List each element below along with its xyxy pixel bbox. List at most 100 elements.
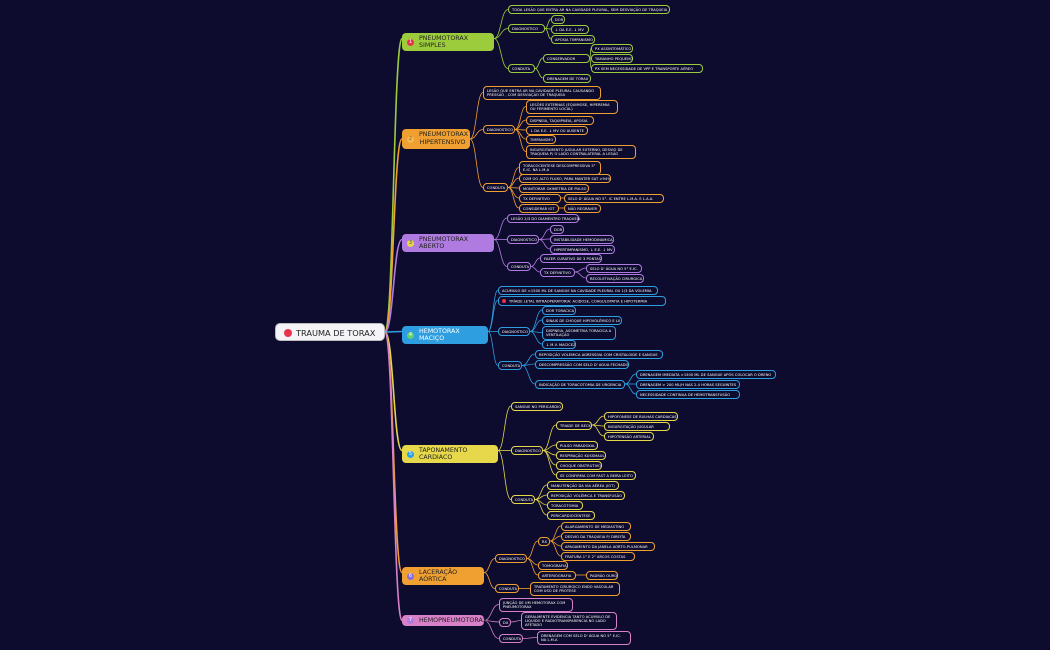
- topic-n4d3b[interactable]: DRENAGEM > 200 ML/H NAS 2-4 HORAS SEGUIN…: [636, 380, 740, 390]
- topic-n6b[interactable]: CONDUTA: [495, 584, 519, 594]
- topic-n3c2a[interactable]: SELO D' ÁGUA NO 5° E.IC.: [586, 264, 642, 274]
- topic-n2c4[interactable]: TX DEFINITIVO: [519, 194, 561, 204]
- topic-n6a3a[interactable]: PADRÃO OURO: [586, 571, 618, 581]
- topic-n1b3[interactable]: APOSIA TIMPANISMO: [551, 35, 595, 45]
- topic-n2c5[interactable]: CONSIDERAR IOT: [519, 204, 559, 214]
- topic-n4c1[interactable]: DOR TORACICA: [542, 306, 576, 316]
- topic-n1c1b[interactable]: TAMANHO PEQUENO: [591, 54, 633, 64]
- topic-n4c3[interactable]: DISPNEIA, ASSIMETRIA TORACICA A VENTILAÇ…: [542, 326, 616, 340]
- topic-n4c2[interactable]: SINAIS DE CHOQUE HIPOVOLÊMICO E LII: [542, 316, 622, 326]
- topic-n1b[interactable]: DIAGNOSTICO: [508, 24, 545, 34]
- connector-line: [534, 499, 548, 516]
- topic-n5c[interactable]: CONDUTA: [511, 495, 535, 505]
- topic-n4c4[interactable]: ↓ M.V. MACICEZ: [542, 340, 576, 350]
- topic-n6a3[interactable]: ARTERIOGRAFIA: [538, 571, 576, 581]
- topic-n5a[interactable]: SANGUE NO PERICARDIO: [511, 402, 563, 412]
- topic-n3b1[interactable]: DOR: [550, 225, 564, 235]
- topic-n7c1[interactable]: DRENAGEM COM SELO D' ÁGUA NO 5° E.IC. NA…: [537, 631, 631, 645]
- topic-n3c[interactable]: CONDUTA: [507, 262, 531, 272]
- topic-n5b5[interactable]: SE CONFIRMA COM FAST A BEIRA LEITO: [556, 471, 636, 481]
- topic-n6a1b[interactable]: DESVIO DA TRAQUEIA P/ DIREITA: [561, 532, 631, 542]
- topic-n5b2[interactable]: PULSO PARADOXAL: [556, 441, 598, 451]
- topic-n5c1[interactable]: MANUTENÇÃO DA VIA AÉREA (IOT): [547, 481, 619, 491]
- topic-n4d3a[interactable]: DRENAGEM IMEDIATA >1500 ML DE SANGUE APÓ…: [636, 370, 776, 380]
- topic-n1c1c[interactable]: PX SEM NECESSIDADE DE VPP E TRANSPORTE A…: [591, 64, 703, 74]
- topic-n4d1[interactable]: REPOSIÇÃO VOLEMICA AGRESSIVA COM CRISTAL…: [535, 350, 663, 360]
- root-topic[interactable]: TRAUMA DE TORAX: [275, 323, 385, 341]
- topic-text: DIAGNOSTICO: [512, 26, 538, 31]
- topic-text: SELO D' ÁGUA NO 5° E.IC.: [590, 266, 638, 271]
- topic-n4c[interactable]: DIAGNOSTICO: [498, 327, 530, 337]
- topic-n6a1[interactable]: RX: [538, 537, 550, 547]
- topic-n5b1a[interactable]: HIPOFONESE DE BULHAS CARDIACAS: [604, 412, 678, 422]
- topic-n7b[interactable]: DX: [499, 618, 511, 628]
- topic-n6a1a[interactable]: ALARGAMENTO DE MEDIASTINO: [561, 522, 631, 532]
- topic-n4d3[interactable]: INDICAÇÃO DE TORACOTOMIA DE URGENCIA: [535, 380, 625, 390]
- topic-n1b1[interactable]: DOR: [551, 15, 565, 25]
- topic-text: DIAGNOSTICO: [499, 556, 525, 561]
- topic-n4a[interactable]: ACUMULO DE >1500 ML DE SANGUE NA CAVIDAD…: [498, 286, 658, 296]
- topic-n3b2[interactable]: INSTABILIDADE HEMODINAMICA: [550, 235, 614, 245]
- topic-n5b1c[interactable]: HIPOTENSÃO ARTERIAL: [604, 432, 654, 442]
- topic-n6a[interactable]: DIAGNOSTICO: [495, 554, 527, 564]
- topic-n2b[interactable]: DIAGNOSTICO: [483, 125, 515, 135]
- connector-line: [487, 299, 499, 332]
- topic-n3c2b[interactable]: RECOLETIVAÇÃO CIRURGICA: [586, 274, 644, 284]
- topic-n1a[interactable]: TODA LESÃO QUE ENTRA AR NA CAVIDADE PLEU…: [508, 5, 670, 15]
- topic-n5b1b[interactable]: INGURGITAÇÃO JUGULAR: [604, 422, 670, 432]
- topic-n3a[interactable]: LESÃO 2/3 DO DIAMENTRO TRAQUEIA: [507, 214, 580, 224]
- topic-n4d2[interactable]: DESCOMPRESSÃO COM SELO D' AGUA FECHADO: [535, 360, 629, 370]
- topic-n2b2[interactable]: DISPNEIA, TAQUIPNEIA, APOSIA: [526, 116, 594, 126]
- topic-n6a2[interactable]: TOMOGRAFIA: [538, 561, 568, 571]
- topic-n5c3[interactable]: TORACOTOMIA: [547, 501, 583, 511]
- connector-line: [483, 558, 496, 573]
- topic-n3c1[interactable]: FAZER CURATIVO DE 3 PONTAS: [540, 254, 602, 264]
- topic-n5b3[interactable]: RESPIRAÇÃO KUSSMAUL: [556, 451, 606, 461]
- topic-n1b2[interactable]: ↓ DA E.E. ↓ MV: [551, 25, 589, 35]
- topic-n1c2[interactable]: DRENAGEM DE TORAX: [543, 74, 591, 84]
- topic-n4d3c[interactable]: NECESSIDADE CONTINUA DE HEMOTRANSFUSÃO: [636, 390, 740, 400]
- topic-n7c[interactable]: CONDUTA: [499, 634, 523, 644]
- topic-n1c[interactable]: CONDUTA: [508, 64, 535, 74]
- topic-n2c2[interactable]: O2M OO ALTO FLUXO, PARA MANTER SAT >94%: [519, 174, 611, 184]
- connector-line: [384, 330, 403, 333]
- topic-n5c2[interactable]: REPOSIÇÃO VOLÊMICA E TRANSFUSÃO: [547, 491, 625, 501]
- topic-text: NECESSIDADE CONTINUA DE HEMOTRANSFUSÃO: [640, 392, 731, 397]
- topic-n6a1c[interactable]: APAGAMENTO DA JANELA AORTO-PULMONAR: [561, 542, 655, 552]
- topic-n1c1[interactable]: CONSERVADOR: [543, 54, 590, 64]
- topic-text: TX DEFINITIVO: [544, 270, 571, 275]
- topic-n3b3[interactable]: HIPERTIMPANISMO, ↓ E.E. ↓ MV: [550, 245, 615, 255]
- topic-n5b1[interactable]: TRIADE DE BECK: [556, 421, 592, 431]
- topic-n2c1[interactable]: TORACOCENTESE DESCOMPRESSIVA 5° E.IC. NA…: [519, 161, 601, 175]
- topic-text: TOMOGRAFIA: [542, 563, 567, 568]
- topic-n2c4a[interactable]: SELO D' ÁGUA NO 5°. IC ENTRE L.M.A. E L.…: [564, 194, 664, 204]
- topic-n7a[interactable]: JUNÇÃO DE UM HEMOTORAX COM PNEUMOTORAX: [499, 598, 573, 612]
- topic-n2c3[interactable]: MONITORAR OXIMETRIA DE PULSO: [519, 184, 589, 194]
- topic-n4d[interactable]: CONDUTA: [498, 361, 522, 371]
- topic-n1c1a[interactable]: PX ASSINTOMÁTICO: [591, 44, 633, 54]
- topic-n2c5a[interactable]: NÃO REGRAVER: [564, 204, 601, 214]
- topic-n2b1[interactable]: LESÕES EXTERNAS (EQUIMOSE, HIPEREMIA OU …: [526, 100, 618, 114]
- topic-n2c[interactable]: CONDUTA: [483, 183, 508, 193]
- topic-n5b4[interactable]: CHOQUE OBSTRUTIVO: [556, 461, 602, 471]
- topic-n2a[interactable]: LESÃO QUE ENTRA AR NA CAVIDADE PLEURAL C…: [483, 86, 601, 100]
- topic-n6b1[interactable]: TRATAMENTO CIRURGICO ENDO VASCULAR COM U…: [530, 582, 620, 596]
- topic-n7b1[interactable]: GERALMENTE EVIDENCIA TANTO ACUMULO DE LI…: [521, 612, 617, 630]
- topic-text: RX: [542, 539, 548, 544]
- topic-n4b[interactable]: TRÍADE LETAL INTRAOPERATÓRIA: ACIDOSE, C…: [498, 296, 666, 306]
- topic-n5c4[interactable]: PERICARDIOCENTESE: [547, 511, 595, 521]
- topic-n5b[interactable]: DIAGNOSTICO: [511, 446, 543, 456]
- topic-n6a1d[interactable]: FRATURA 1° E 2° ARCOS COSTAS: [561, 552, 635, 562]
- topic-n3c2[interactable]: TX DEFINITIVO: [540, 268, 575, 278]
- topic-n2b5[interactable]: INGURGITAMENTO JUGULAR EXTERNO, DESVIO D…: [526, 145, 636, 159]
- topic-n2b4[interactable]: TIMPANISMO: [526, 135, 556, 145]
- topic-n3b[interactable]: DIAGNOSTICO: [507, 235, 539, 245]
- topic-n2b3[interactable]: ↓ DA E.E. ↓ MV OU AUSENTE: [526, 126, 588, 136]
